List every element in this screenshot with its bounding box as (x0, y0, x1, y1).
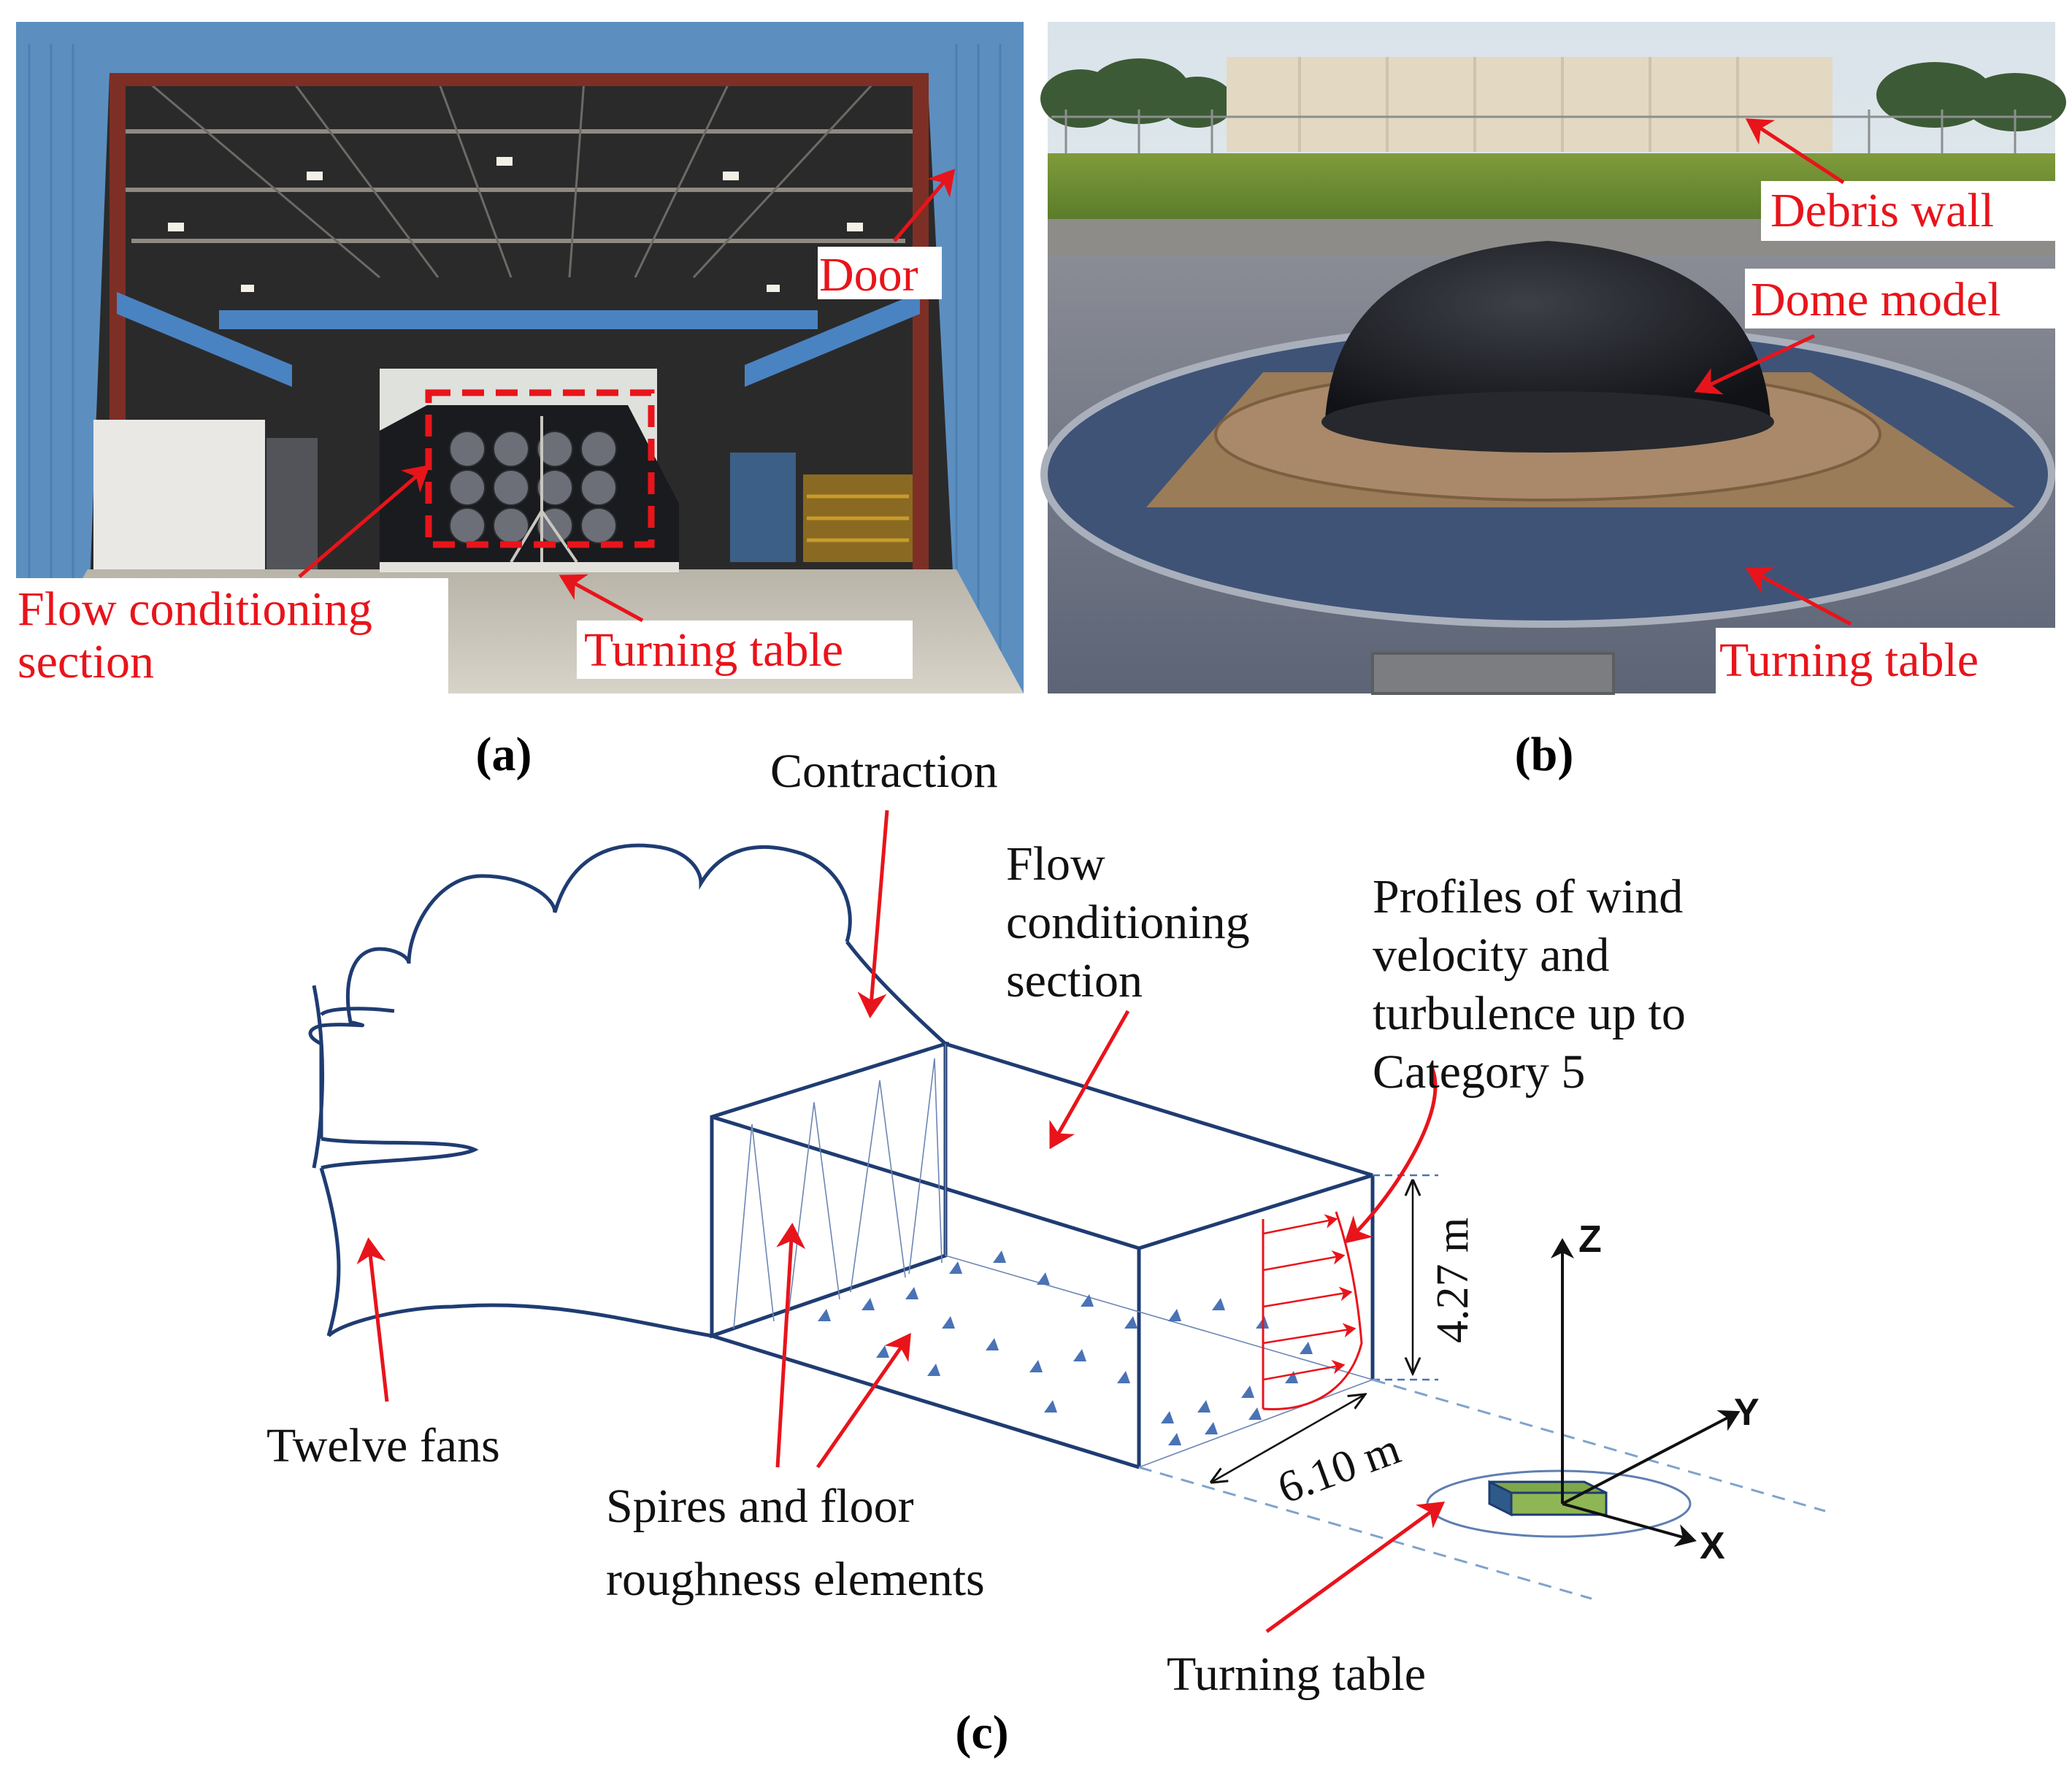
arrow-dome-model (1694, 334, 1816, 395)
label-flow-c-3: section (1006, 954, 1143, 1007)
label-door: Door (819, 248, 918, 301)
caption-b: (b) (1515, 728, 1574, 781)
arrow-contraction (857, 810, 889, 1018)
arrow-turning-table-c (1265, 1502, 1446, 1634)
caption-a: (a) (476, 728, 532, 781)
floor-roughness-elements (818, 1250, 1313, 1445)
label-profiles-1: Profiles of wind (1373, 870, 1683, 923)
label-profiles-4: Category 5 (1373, 1045, 1585, 1099)
caption-c: (c) (955, 1706, 1008, 1759)
label-flow-conditioning-a-2: section (18, 635, 154, 688)
arrow-profiles (1344, 1064, 1438, 1244)
velocity-profile (1262, 1211, 1363, 1410)
label-profiles-2: velocity and (1373, 929, 1609, 982)
panel-b-photo (1040, 22, 2066, 695)
label-contraction: Contraction (770, 745, 998, 798)
arrow-debris-wall (1745, 118, 1845, 185)
arrow-flow-section-c (1049, 1010, 1130, 1150)
arrow-turning-table-b (1745, 566, 1852, 626)
label-axis-z: Z (1578, 1218, 1602, 1261)
width-dimension-line (1212, 1394, 1365, 1482)
arrow-flow-section-a (298, 464, 430, 578)
label-turning-table-a: Turning table (584, 623, 843, 677)
label-profiles-3: turbulence up to (1373, 987, 1686, 1040)
label-height-dimension: 4.27 m (1428, 1218, 1478, 1343)
label-dome-model: Dome model (1751, 273, 2001, 326)
label-twelve-fans: Twelve fans (266, 1419, 500, 1472)
label-debris-wall: Debris wall (1770, 184, 1994, 237)
arrow-door (893, 169, 956, 242)
panel-a-photo (16, 22, 1024, 693)
label-spires-1: Spires and floor (606, 1480, 914, 1533)
tunnel-inlet-face (710, 1041, 948, 1339)
label-flow-c-2: conditioning (1006, 896, 1250, 949)
label-flow-conditioning-a-1: Flow conditioning (18, 583, 372, 636)
axis-y-line (1562, 1410, 1741, 1505)
arrow-turning-table-a (559, 574, 644, 623)
arrow-spires (775, 1223, 806, 1468)
panel-c-schematic (308, 843, 1826, 1600)
label-axis-y: Y (1734, 1391, 1760, 1434)
spires (733, 1058, 943, 1329)
axis-x-line (1562, 1502, 1697, 1547)
label-flow-c-1: Flow (1006, 837, 1105, 891)
label-axis-x: X (1700, 1525, 1725, 1567)
label-spires-2: roughness elements (606, 1553, 985, 1606)
arrow-twelve-fans (356, 1237, 389, 1402)
twelve-fans-outline (308, 843, 949, 1338)
label-turning-table-c: Turning table (1167, 1648, 1426, 1701)
label-turning-table-b: Turning table (1719, 634, 1979, 687)
arrow-floor-roughness (816, 1332, 911, 1469)
